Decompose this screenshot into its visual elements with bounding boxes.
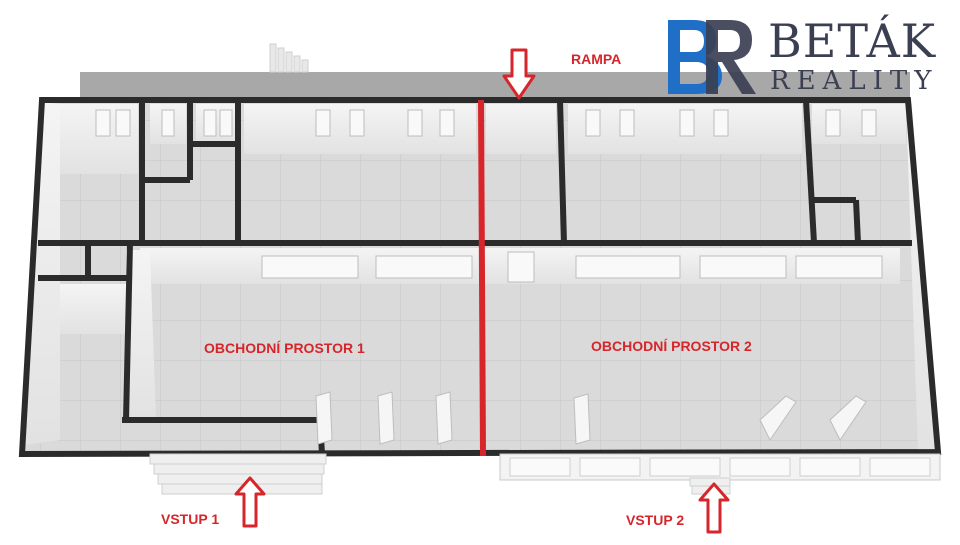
space-2-label: OBCHODNÍ PROSTOR 2 [591, 338, 752, 354]
entrance-2-arrow [698, 482, 730, 534]
divider-line [478, 99, 486, 457]
ramp-label: RAMPA [571, 51, 622, 67]
windows [95, 109, 883, 283]
space-1-label: OBCHODNÍ PROSTOR 1 [204, 340, 365, 356]
entrance-1-arrow [234, 476, 266, 528]
logo-mark [668, 20, 756, 94]
brand-name: BETÁK [768, 14, 937, 68]
ramp-arrow [502, 48, 536, 100]
entrance-2-label: VSTUP 2 [626, 512, 685, 528]
entrance-1-label: VSTUP 1 [161, 511, 220, 527]
display-panels [315, 391, 867, 445]
brand-subtitle: REALITY [770, 66, 939, 96]
roof-steps [269, 43, 309, 73]
shop-front [499, 453, 941, 481]
walls [18, 97, 942, 458]
entrance-steps-1 [149, 453, 327, 495]
